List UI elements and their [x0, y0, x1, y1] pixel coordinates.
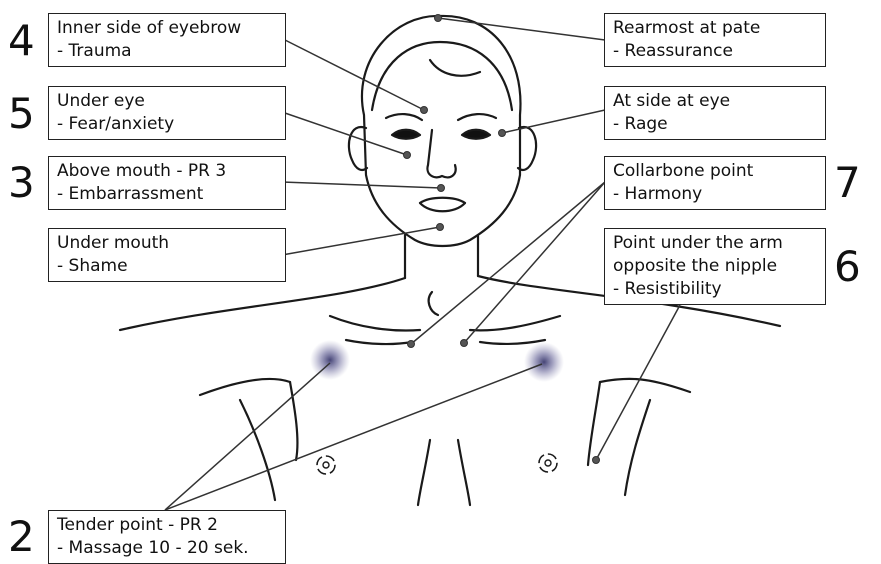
dot-inner-eyebrow [421, 107, 428, 114]
sternum-left [418, 440, 430, 505]
dot-side-eye [499, 130, 506, 137]
label-title: Inner side of eyebrow [57, 17, 277, 40]
label-title: Under mouth [57, 232, 277, 255]
point-number-7: 7 [834, 162, 861, 204]
left-collarbone-2 [346, 340, 412, 344]
label-title: At side at eye [613, 90, 817, 113]
leader-inner-eyebrow [285, 40, 424, 110]
label-effect: - Reassurance [613, 40, 817, 63]
label-above-mouth: Above mouth - PR 3 - Embarrassment [48, 156, 286, 210]
left-arm-inner [240, 400, 275, 500]
leader-above-mouth [282, 182, 441, 188]
left-eyebrow [386, 114, 422, 120]
leader-rearmost-pate [438, 18, 605, 40]
left-nipple [317, 456, 335, 474]
hairline [372, 42, 512, 110]
right-chest-line [588, 382, 600, 465]
label-title: Point under the arm [613, 232, 817, 255]
dot-under-arm [593, 457, 600, 464]
right-collarbone [470, 316, 560, 330]
label-inner-eyebrow: Inner side of eyebrow - Trauma [48, 13, 286, 67]
leader-tender-b [165, 364, 542, 510]
label-effect: - Shame [57, 255, 277, 278]
label-effect: - Harmony [613, 183, 817, 206]
leader-side-eye [502, 110, 605, 133]
leader-tender-a [165, 363, 330, 510]
hair-part [430, 60, 480, 76]
label-effect: - Rage [613, 113, 817, 136]
left-shoulder [120, 278, 405, 330]
label-collarbone: Collarbone point - Harmony [604, 156, 826, 210]
label-title: Collarbone point [613, 160, 817, 183]
label-title: Rearmost at pate [613, 17, 817, 40]
point-number-4: 4 [8, 20, 35, 62]
dot-above-mouth [438, 185, 445, 192]
right-collarbone-2 [480, 340, 545, 344]
left-arm-line [200, 379, 290, 395]
tender-point-left-glow [310, 340, 350, 380]
label-effect: - Embarrassment [57, 183, 277, 206]
label-title: Under eye [57, 90, 277, 113]
right-eyebrow [458, 114, 496, 120]
label-title-2: opposite the nipple [613, 255, 817, 278]
mouth-lower [420, 203, 465, 211]
leader-collarbone-b [464, 182, 605, 343]
label-effect: - Trauma [57, 40, 277, 63]
dot-collarbone-left [408, 341, 415, 348]
label-effect: - Resistibility [613, 278, 817, 301]
point-number-3: 3 [8, 162, 35, 204]
sternum-right [458, 440, 470, 505]
label-side-eye: At side at eye - Rage [604, 86, 826, 140]
label-title: Tender point - PR 2 [57, 514, 277, 537]
left-eye [392, 130, 420, 139]
leader-under-eye [282, 112, 407, 155]
right-nipple [539, 454, 557, 472]
label-tender-point: Tender point - PR 2 - Massage 10 - 20 se… [48, 510, 286, 564]
right-arm-line [600, 379, 690, 392]
label-under-eye: Under eye - Fear/anxiety [48, 86, 286, 140]
label-under-arm: Point under the arm opposite the nipple … [604, 228, 826, 305]
label-rearmost-pate: Rearmost at pate - Reassurance [604, 13, 826, 67]
point-number-5: 5 [8, 93, 35, 135]
label-effect: - Fear/anxiety [57, 113, 277, 136]
label-title: Above mouth - PR 3 [57, 160, 277, 183]
tender-point-right-glow [524, 342, 564, 382]
dot-under-mouth [437, 224, 444, 231]
label-under-mouth: Under mouth - Shame [48, 228, 286, 282]
left-collarbone [330, 316, 420, 330]
dot-under-eye [404, 152, 411, 159]
mouth-upper [420, 198, 465, 203]
right-eye [462, 130, 490, 139]
point-number-2: 2 [8, 516, 35, 558]
adams-apple [429, 292, 438, 315]
right-arm-inner [625, 400, 650, 495]
dot-collarbone-right [461, 340, 468, 347]
dot-rearmost-pate [435, 15, 442, 22]
nose [427, 130, 455, 177]
point-number-6: 6 [834, 246, 861, 288]
label-effect: - Massage 10 - 20 sek. [57, 537, 277, 560]
